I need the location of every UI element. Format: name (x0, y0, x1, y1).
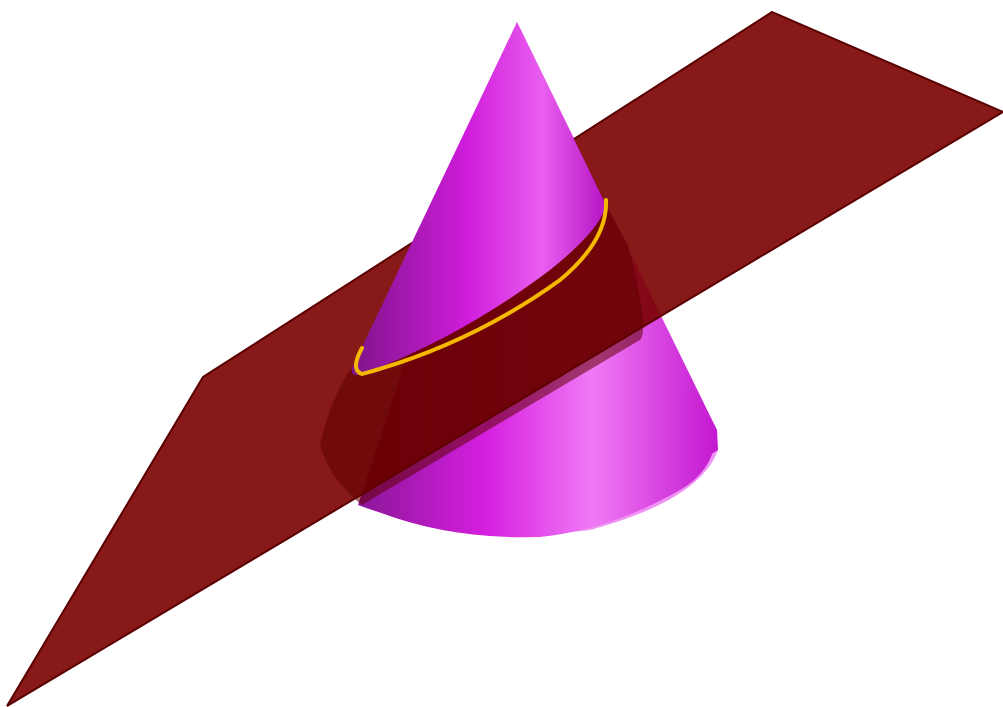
cone-plane-section-diagram (0, 0, 1003, 707)
